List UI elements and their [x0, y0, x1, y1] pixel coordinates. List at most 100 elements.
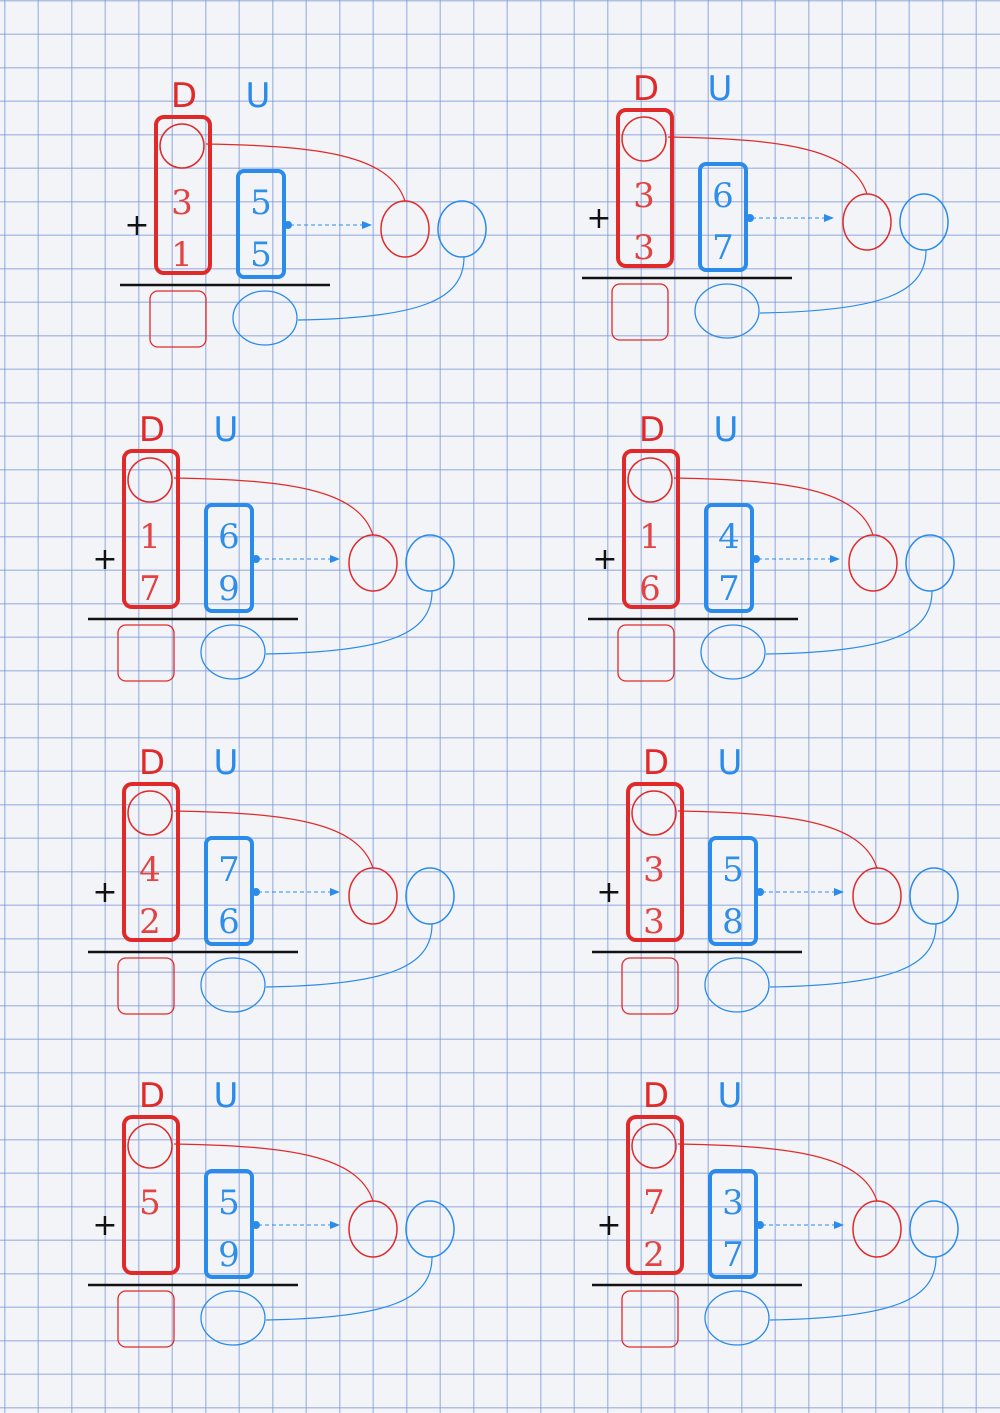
answer-units-oval[interactable] [200, 1290, 266, 1346]
sum-units-oval[interactable] [405, 534, 455, 592]
sum-tens-oval[interactable] [852, 1200, 902, 1258]
sum-tens-oval[interactable] [842, 193, 892, 251]
tens-column-frame [616, 108, 674, 268]
units-column-frame [704, 503, 754, 613]
bottom-units-digit: 7 [718, 569, 740, 609]
top-tens-digit: 3 [171, 183, 193, 223]
arrow-head-icon [830, 555, 840, 563]
carry-answer-circle[interactable] [159, 123, 205, 169]
tens-column-label: D [139, 1076, 165, 1116]
top-units-digit: 7 [218, 850, 240, 890]
tens-column-frame [122, 782, 180, 942]
units-sum-dot [756, 1221, 764, 1229]
plus-sign: + [592, 542, 617, 577]
carry-answer-circle[interactable] [631, 1123, 677, 1169]
top-units-digit: 5 [722, 850, 744, 890]
top-tens-digit: 3 [643, 850, 665, 890]
top-tens-digit: 1 [139, 517, 161, 557]
carry-connector-curve [673, 477, 874, 536]
units-sum-dot [252, 888, 260, 896]
answer-units-oval[interactable] [704, 1290, 770, 1346]
tens-column-label: D [171, 76, 197, 116]
arrow-head-icon [834, 1221, 844, 1229]
answer-tens-box[interactable] [617, 624, 675, 682]
arrow-head-icon [330, 888, 340, 896]
sum-tens-oval[interactable] [380, 200, 430, 258]
sum-units-oval[interactable] [899, 193, 949, 251]
sum-units-oval[interactable] [437, 200, 487, 258]
answer-units-oval[interactable] [200, 957, 266, 1013]
sum-units-oval[interactable] [405, 1200, 455, 1258]
sum-tens-oval[interactable] [348, 1200, 398, 1258]
units-column-frame [204, 1169, 254, 1279]
tens-column-frame [626, 782, 684, 942]
carry-connector-curve [205, 143, 406, 202]
carry-answer-circle[interactable] [127, 457, 173, 503]
answer-units-oval[interactable] [200, 624, 266, 680]
plus-sign: + [92, 542, 117, 577]
sum-units-oval[interactable] [405, 867, 455, 925]
units-sum-dot [284, 221, 292, 229]
bottom-tens-digit: 3 [643, 902, 665, 942]
answer-tens-box[interactable] [621, 1290, 679, 1348]
sum-units-oval[interactable] [909, 1200, 959, 1258]
plus-sign: + [586, 201, 611, 236]
units-connector-curve [297, 256, 465, 321]
tens-column-frame [622, 449, 680, 609]
tens-column-label: D [643, 743, 669, 783]
top-units-digit: 5 [218, 1183, 240, 1223]
units-column-label: U [214, 1076, 239, 1116]
answer-units-oval[interactable] [704, 957, 770, 1013]
bottom-tens-digit: 2 [643, 1235, 665, 1275]
carry-answer-circle[interactable] [127, 790, 173, 836]
bottom-units-digit: 9 [218, 1235, 240, 1275]
units-column-label: U [718, 743, 743, 783]
carry-answer-circle[interactable] [621, 116, 667, 162]
carry-connector-curve [667, 136, 868, 195]
top-tens-digit: 3 [633, 176, 655, 216]
sum-tens-oval[interactable] [852, 867, 902, 925]
arrow-head-icon [330, 1221, 340, 1229]
answer-tens-box[interactable] [117, 624, 175, 682]
answer-units-oval[interactable] [232, 290, 298, 346]
plus-sign: + [596, 875, 621, 910]
answer-tens-box[interactable] [611, 283, 669, 341]
top-units-digit: 4 [718, 517, 740, 557]
answer-tens-box[interactable] [621, 957, 679, 1015]
tens-column-frame [122, 449, 180, 609]
sum-units-oval[interactable] [905, 534, 955, 592]
arrow-head-icon [362, 221, 372, 229]
sum-tens-oval[interactable] [348, 867, 398, 925]
bottom-tens-digit: 6 [639, 569, 661, 609]
answer-tens-box[interactable] [117, 1290, 175, 1348]
answer-units-oval[interactable] [700, 624, 766, 680]
tens-column-frame [626, 1115, 684, 1275]
bottom-units-digit: 7 [712, 228, 734, 268]
carry-connector-curve [173, 1143, 374, 1202]
units-sum-dot [752, 555, 760, 563]
sum-units-oval[interactable] [909, 867, 959, 925]
answer-tens-box[interactable] [117, 957, 175, 1015]
units-column-label: U [714, 410, 739, 450]
arrow-head-icon [330, 555, 340, 563]
answer-units-oval[interactable] [694, 283, 760, 339]
carry-connector-curve [677, 810, 878, 869]
bottom-units-digit: 6 [218, 902, 240, 942]
tens-column-frame [122, 1115, 180, 1275]
units-column-label: U [246, 76, 271, 116]
units-sum-dot [756, 888, 764, 896]
bottom-tens-digit: 7 [139, 569, 161, 609]
sum-tens-oval[interactable] [348, 534, 398, 592]
carry-answer-circle[interactable] [631, 790, 677, 836]
carry-answer-circle[interactable] [627, 457, 673, 503]
units-column-label: U [214, 743, 239, 783]
sum-tens-oval[interactable] [848, 534, 898, 592]
carry-answer-circle[interactable] [127, 1123, 173, 1169]
plus-sign: + [92, 1208, 117, 1243]
answer-tens-box[interactable] [149, 290, 207, 348]
